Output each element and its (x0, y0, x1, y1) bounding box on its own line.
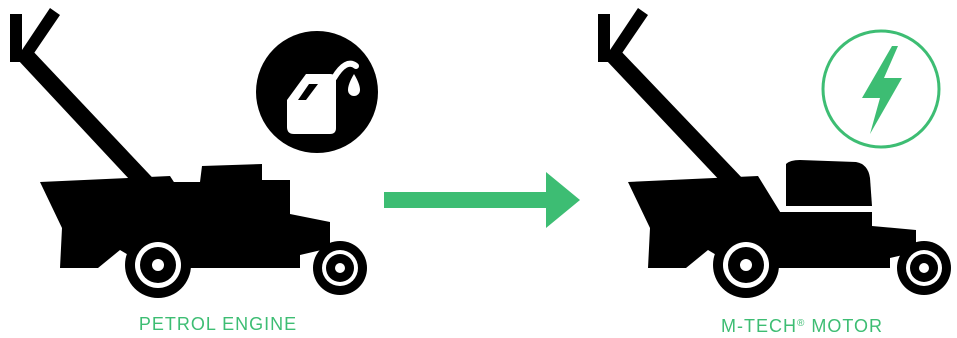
arrow-right-icon (384, 172, 580, 228)
petrol-engine-caption: PETROL ENGINE (139, 314, 297, 334)
mtech-motor-caption: M-TECH® MOTOR (721, 314, 883, 336)
fuel-can-icon (256, 31, 378, 153)
mtech-label: M-TECH (720, 316, 797, 336)
electric-lawnmower-icon (598, 8, 951, 298)
registered-mark: ® (796, 318, 806, 329)
motor-label: MOTOR (805, 316, 884, 336)
petrol-engine-label: PETROL ENGINE (138, 314, 298, 334)
petrol-lawnmower-icon (10, 8, 367, 298)
lightning-bolt-icon (821, 29, 941, 149)
